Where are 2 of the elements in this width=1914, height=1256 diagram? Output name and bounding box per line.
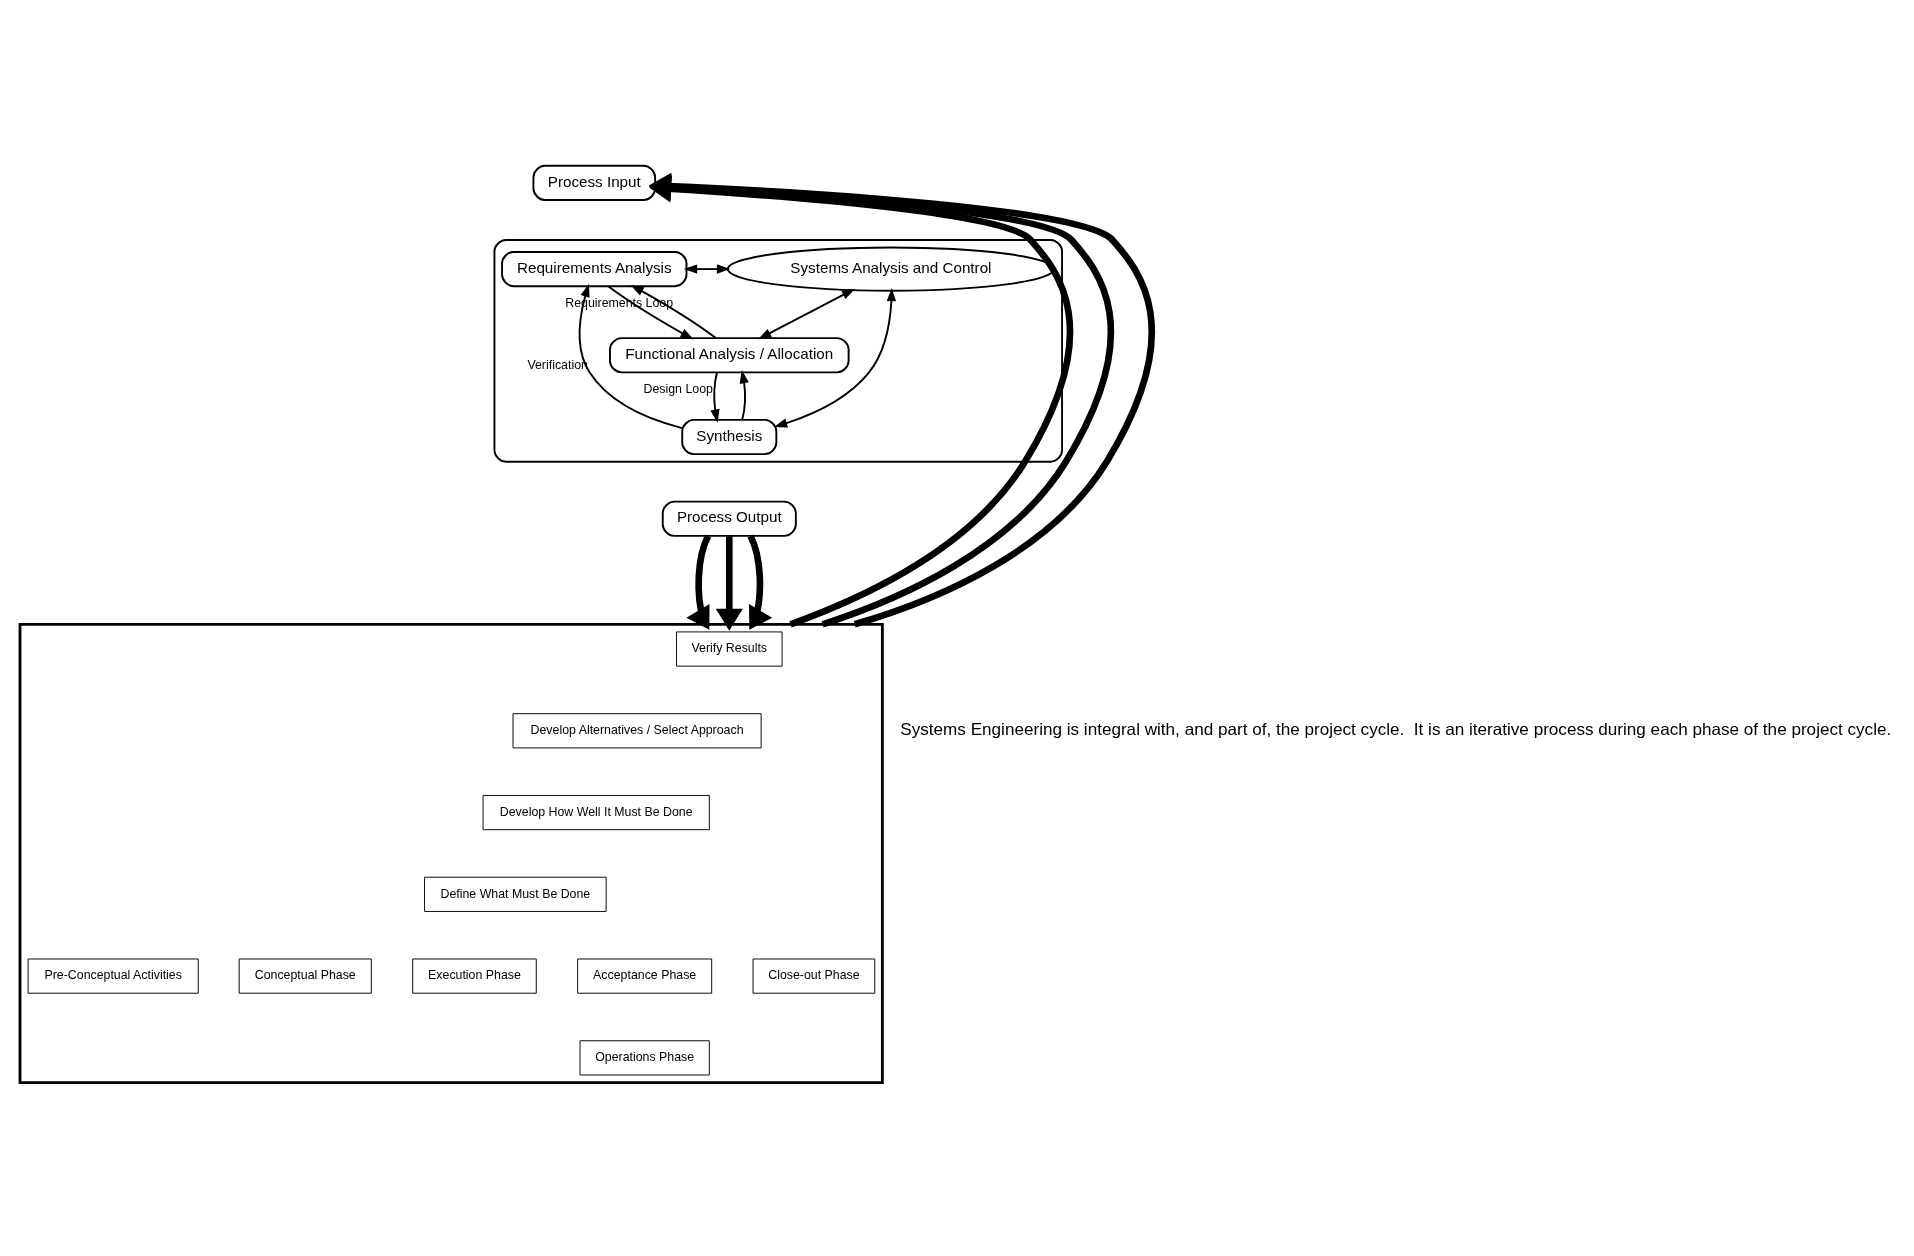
label: Systems Engineering is integral with, and part of, the project cycle. It is an iterative process during each phase of the project cycle. [900, 719, 1892, 739]
edge-label: Design Loop [643, 382, 713, 397]
